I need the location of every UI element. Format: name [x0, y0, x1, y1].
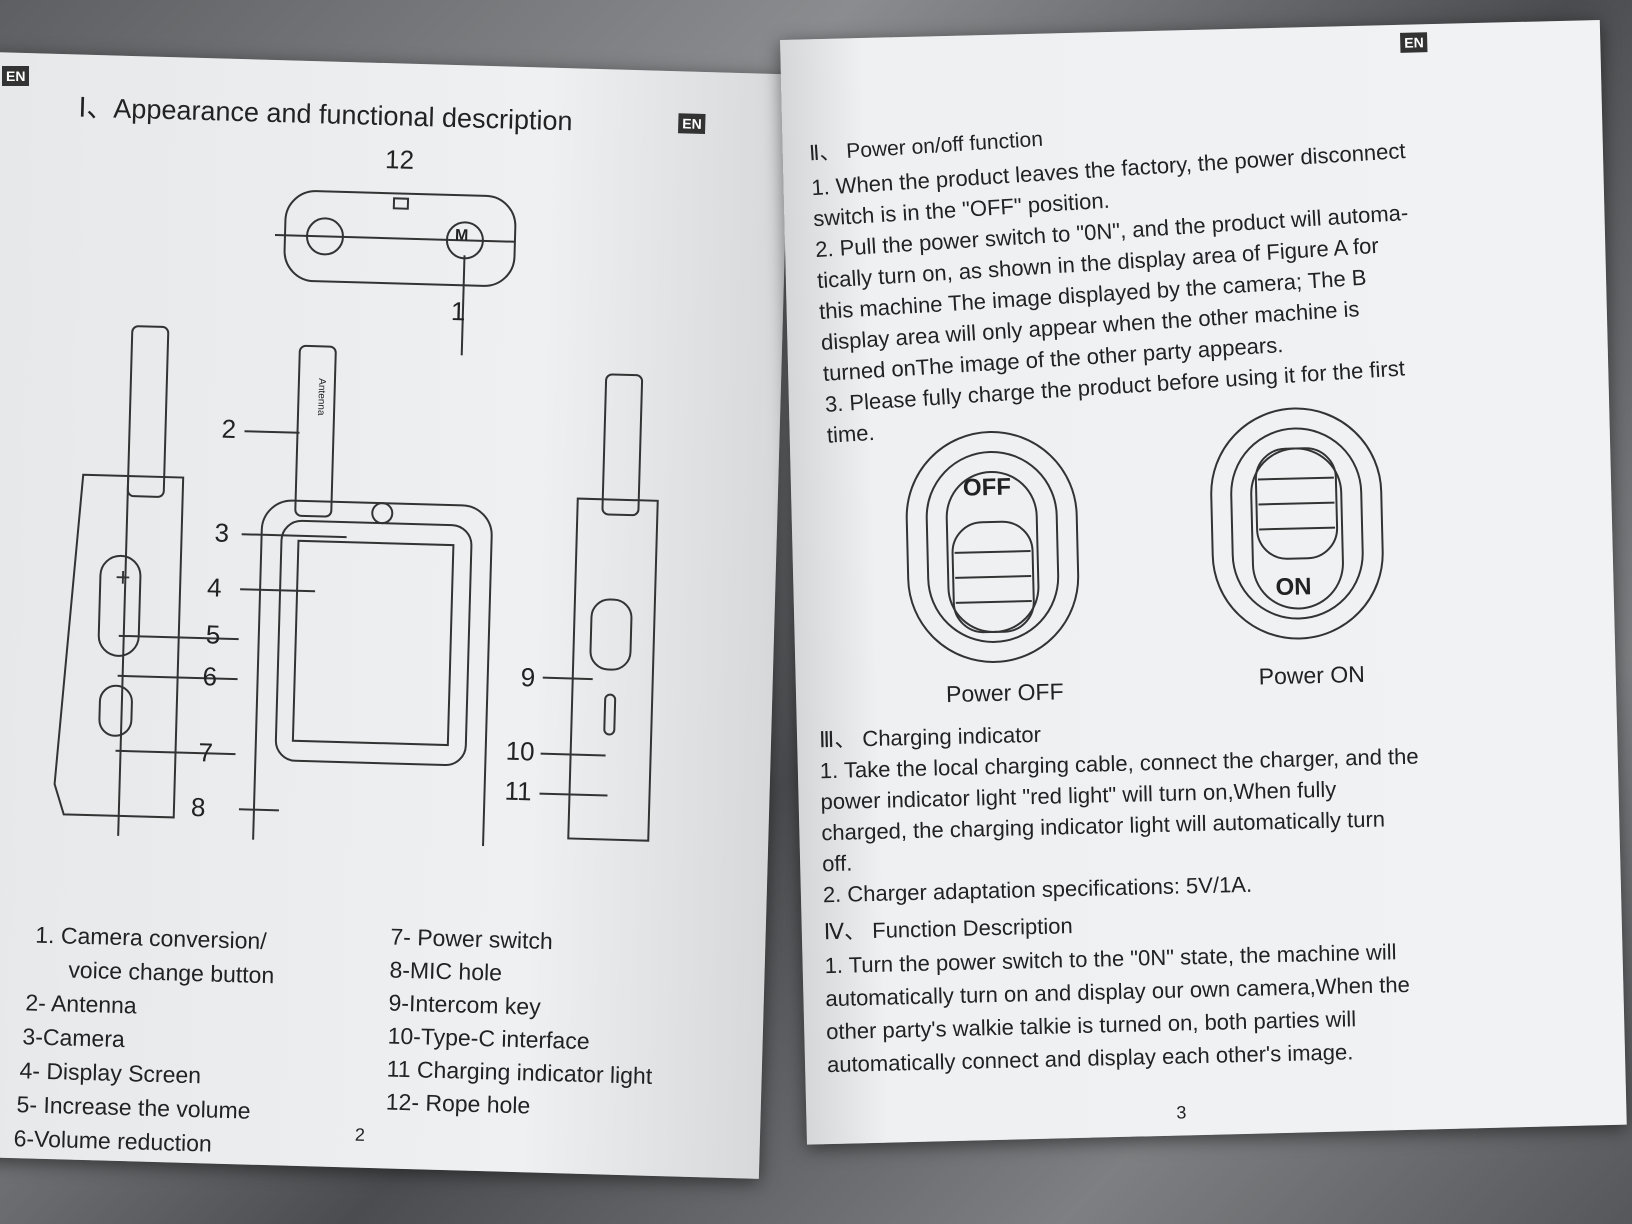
- m-button-label: M: [454, 227, 469, 245]
- legend-item: 6-Volume reduction: [13, 1125, 213, 1157]
- legend-item: 5- Increase the volume: [16, 1091, 251, 1124]
- section-body: 1. Take the local charging cable, connec…: [819, 741, 1421, 911]
- legend-item: 12- Rope hole: [385, 1088, 531, 1119]
- legend-item: 10-Type-C interface: [387, 1022, 590, 1055]
- legend-item: 2- Antenna: [25, 989, 138, 1019]
- svg-text:+: +: [115, 562, 131, 592]
- device-illustration: +: [53, 190, 659, 855]
- callout-3: 3: [214, 517, 230, 548]
- caption-power-on: Power ON: [1258, 660, 1366, 690]
- legend-item: 4- Display Screen: [19, 1057, 202, 1089]
- caption-power-off: Power OFF: [945, 678, 1064, 708]
- antenna-print: Antenna: [315, 378, 328, 416]
- section-heading: Ⅲ、 Charging indicator: [818, 721, 1042, 753]
- callout-6: 6: [202, 661, 218, 692]
- legend-item: 3-Camera: [22, 1023, 126, 1053]
- section-heading: Ⅳ、 Function Description: [823, 913, 1073, 945]
- legend-item: 9-Intercom key: [388, 989, 542, 1020]
- legend-item: 7- Power switch: [390, 923, 554, 955]
- switch-off-label: OFF: [962, 473, 1012, 502]
- right-page: EN Ⅱ、 Power on/off function 1. When the …: [780, 19, 1627, 1145]
- legend-item: voice change button: [68, 956, 275, 989]
- callout-9: 9: [520, 662, 536, 693]
- callout-1: 1: [450, 295, 466, 327]
- page-number: 2: [354, 1124, 366, 1145]
- section-body: 1. Turn the power switch to the "0N" sta…: [824, 935, 1412, 1081]
- edge-lang-tab: EN: [2, 66, 30, 87]
- left-page: EN Ⅰ、Appearance and functional descripti…: [0, 52, 790, 1179]
- callout-10: 10: [505, 735, 536, 767]
- switch-off-diagram: [905, 430, 1080, 663]
- page-number: 3: [1176, 1102, 1187, 1123]
- callout-7: 7: [198, 737, 214, 768]
- callout-12: 12: [384, 144, 415, 175]
- legend-item: 1. Camera conversion/: [35, 921, 268, 955]
- callout-5: 5: [205, 619, 221, 650]
- switch-on-diagram: [1210, 407, 1384, 640]
- legend-item: 8-MIC hole: [389, 956, 503, 986]
- lang-badge: EN: [1400, 32, 1428, 53]
- callout-4: 4: [206, 572, 223, 603]
- switch-on-label: ON: [1275, 573, 1312, 602]
- legend-item: 11 Charging indicator light: [386, 1055, 653, 1089]
- callout-8: 8: [190, 791, 206, 823]
- callout-2: 2: [221, 413, 237, 445]
- callout-11: 11: [504, 775, 532, 807]
